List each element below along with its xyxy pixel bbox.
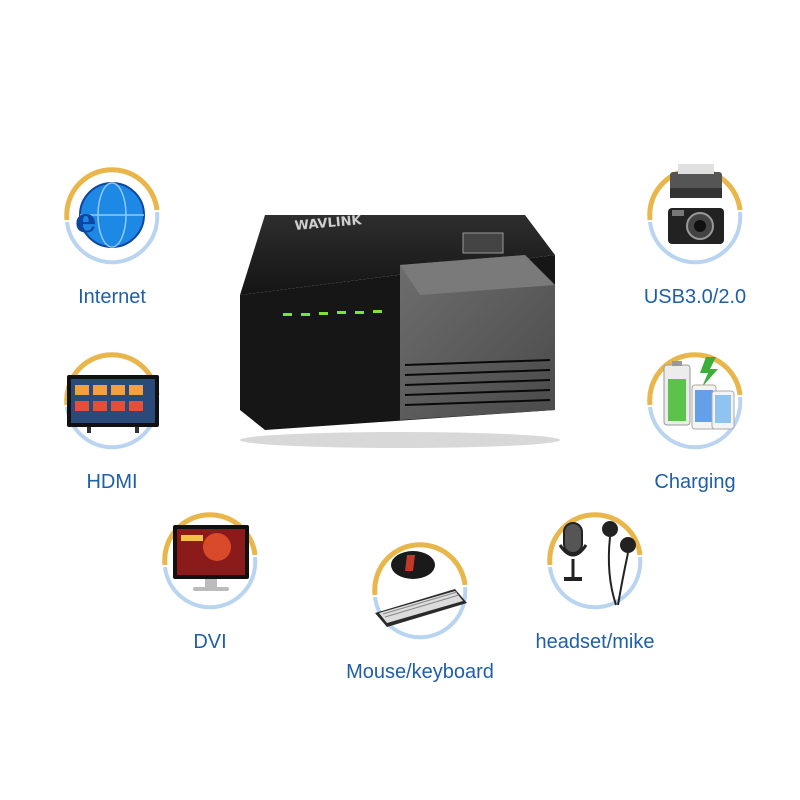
printer-camera-icon	[647, 164, 743, 265]
feature-dvi: DVI	[130, 495, 290, 654]
feature-label-charging: Charging	[654, 471, 736, 493]
docking-station-image: WAVLINK	[240, 213, 560, 448]
feature-label-internet: Internet	[78, 286, 146, 308]
feature-mouse-keyboard: Mouse/keyboard	[335, 525, 505, 684]
feature-label-usb: USB3.0/2.0	[643, 286, 747, 308]
microphone-earphones-icon	[547, 512, 643, 610]
feature-hdmi: HDMI	[32, 335, 192, 494]
globe-icon: e	[64, 167, 160, 265]
feature-charging: Charging	[615, 335, 775, 494]
battery-phones-icon	[647, 352, 743, 450]
dock-vents	[404, 359, 551, 406]
dock-led-row	[283, 310, 382, 316]
svg-text:e: e	[75, 201, 97, 241]
badge-icon	[462, 232, 504, 254]
tv-icon	[64, 352, 160, 450]
wavlink-logo: WAVLINK	[294, 213, 363, 234]
feature-label-hdmi: HDMI	[86, 471, 138, 493]
feature-label-mouse-keyboard: Mouse/keyboard	[346, 661, 494, 683]
feature-label-headset-mike: headset/mike	[535, 631, 655, 653]
monitor-icon	[162, 512, 258, 610]
feature-usb: USB3.0/2.0	[615, 150, 775, 309]
feature-internet: e Internet	[32, 150, 192, 309]
feature-headset-mike: headset/mike	[515, 495, 675, 654]
dock-side-panel	[400, 255, 555, 420]
feature-label-dvi: DVI	[193, 631, 227, 653]
mouse-keyboard-icon	[372, 542, 468, 640]
